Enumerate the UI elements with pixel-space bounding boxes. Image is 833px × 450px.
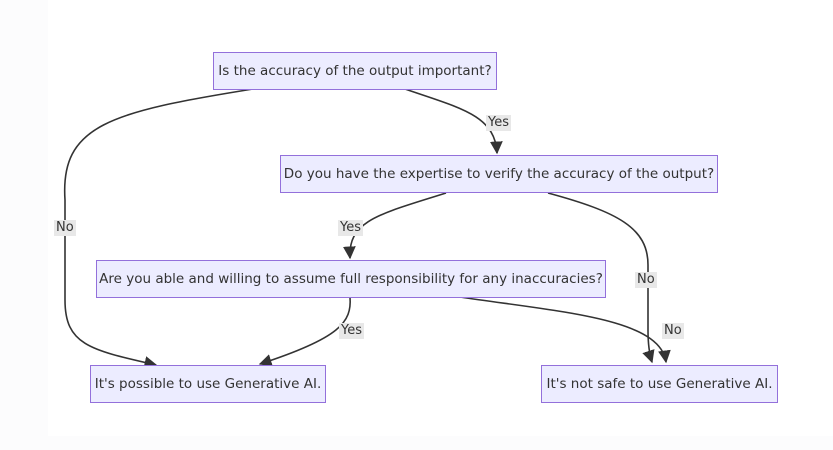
- page-margin-left: [0, 0, 48, 450]
- node-label: Is the accuracy of the output important?: [218, 63, 492, 79]
- edge-label-q3-possible-yes: Yes: [339, 323, 364, 339]
- page-margin-bottom: [0, 436, 833, 450]
- node-accuracy-important: Is the accuracy of the output important?: [213, 52, 497, 90]
- edge-q1-to-possible: [63, 88, 254, 369]
- node-expertise-to-verify: Do you have the expertise to verify the …: [280, 155, 718, 193]
- node-label: It's possible to use Generative AI.: [94, 376, 322, 392]
- edge-label-q2-notsafe-no: No: [635, 272, 657, 288]
- node-possible-to-use: It's possible to use Generative AI.: [90, 365, 326, 403]
- edge-q3-to-not-safe: [459, 296, 671, 364]
- edge-q2-to-not-safe: [547, 192, 655, 364]
- node-not-safe-to-use: It's not safe to use Generative AI.: [541, 365, 778, 403]
- edge-label-q3-notsafe-no: No: [662, 323, 684, 339]
- edge-label-q2-q3-yes: Yes: [338, 220, 363, 236]
- node-label: Are you able and willing to assume full …: [99, 271, 603, 287]
- node-label: Do you have the expertise to verify the …: [283, 166, 715, 182]
- node-assume-responsibility: Are you able and willing to assume full …: [96, 260, 606, 298]
- edge-q3-to-possible: [258, 296, 351, 367]
- edge-q1-to-q2: [404, 88, 503, 155]
- node-label: It's not safe to use Generative AI.: [546, 376, 773, 392]
- edge-q2-to-q3: [343, 192, 447, 260]
- edge-label-q1-q2-yes: Yes: [486, 115, 511, 131]
- edge-label-q1-possible-no: No: [54, 220, 76, 236]
